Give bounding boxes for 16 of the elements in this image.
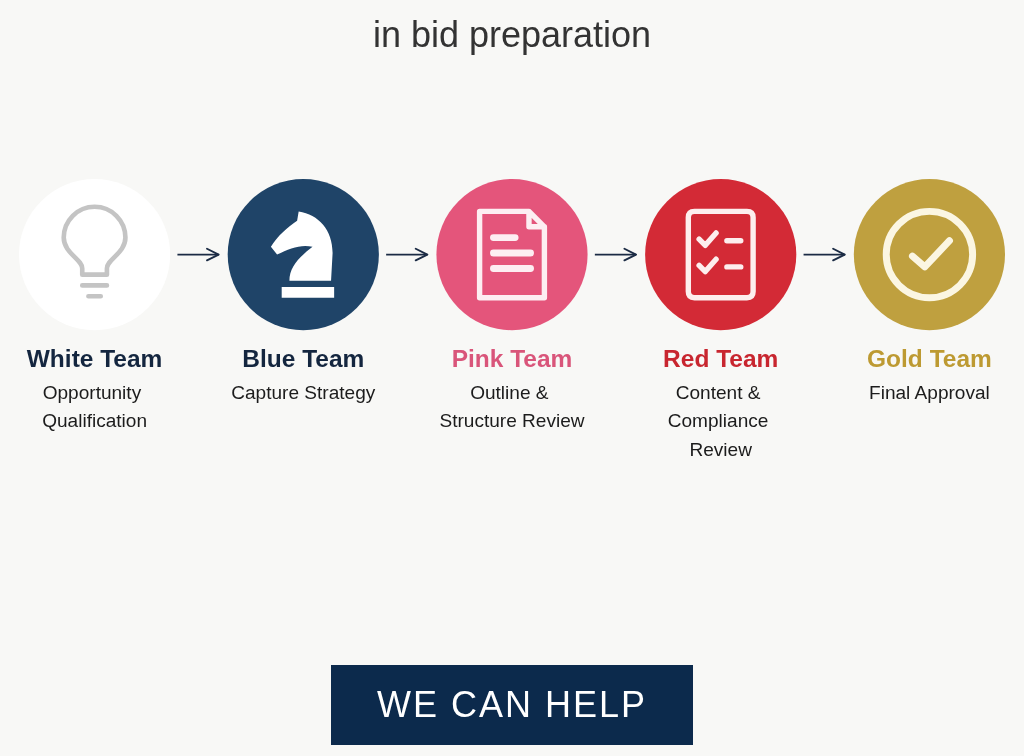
node-label: Red Team xyxy=(663,345,779,373)
arrow xyxy=(385,247,429,262)
node-label: Capture Strategy xyxy=(231,381,376,403)
node-label: Content & Compliance Review xyxy=(667,381,769,460)
cta-button: WE CAN HELP xyxy=(331,665,693,745)
node-label: Outline & Structure Review xyxy=(439,381,585,431)
arrow xyxy=(802,247,846,262)
node-label: White Team xyxy=(26,345,163,373)
node-label: Gold Team xyxy=(867,345,992,373)
node-label: Pink Team xyxy=(451,345,573,373)
title: in bid preparation xyxy=(371,14,653,56)
node-label: Blue Team xyxy=(242,345,365,373)
arrow xyxy=(593,247,637,262)
node-label: Final Approval xyxy=(869,381,990,403)
arrow xyxy=(176,247,220,262)
node-label: Opportunity Qualification xyxy=(42,381,148,431)
